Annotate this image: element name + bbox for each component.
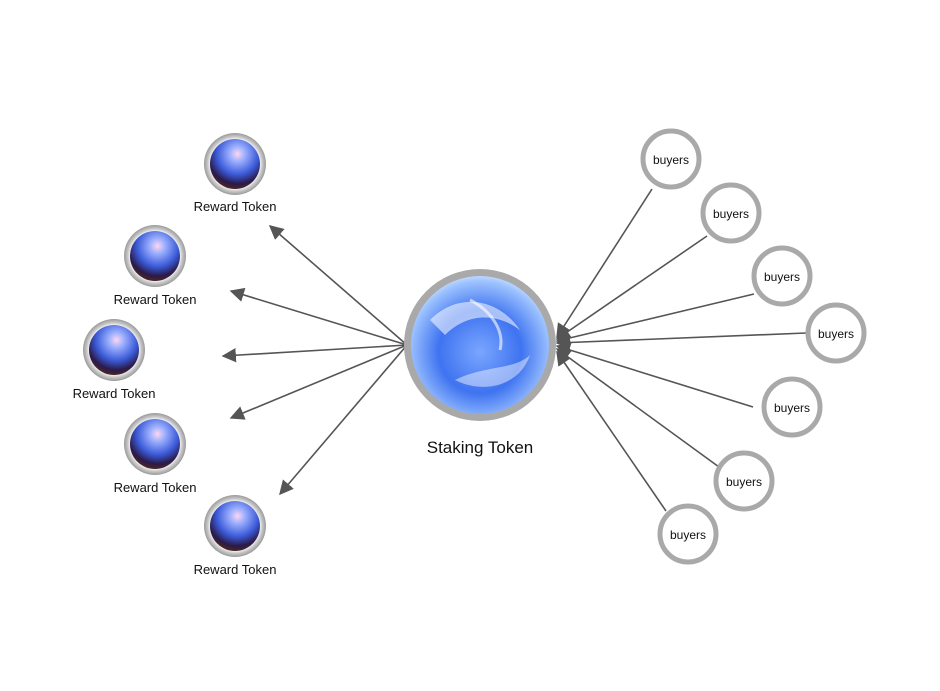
reward-token-label: Reward Token <box>114 480 197 495</box>
arrow-from-buyer-4 <box>555 332 807 350</box>
reward-token-label: Reward Token <box>194 199 277 214</box>
arrow-to-reward-4 <box>229 344 408 420</box>
arrow-to-reward-2 <box>229 287 408 346</box>
reward-token-4: Reward Token <box>114 413 197 495</box>
reward-token-3: Reward Token <box>73 319 156 401</box>
reward-token-1: Reward Token <box>194 133 277 214</box>
buyer-node-1: buyers <box>640 128 702 190</box>
buyer-node-7: buyers <box>657 503 719 565</box>
buyer-arrows <box>555 188 807 512</box>
buyer-label: buyers <box>774 401 810 415</box>
arrow-from-buyer-6 <box>555 348 720 468</box>
arrow-from-buyer-2 <box>555 235 708 340</box>
reward-arrows <box>221 225 408 496</box>
reward-token-label: Reward Token <box>194 562 277 577</box>
arrow-to-reward-5 <box>279 344 408 496</box>
buyer-node-3: buyers <box>751 245 813 307</box>
arrow-from-buyer-5 <box>555 342 754 408</box>
reward-token-label: Reward Token <box>73 386 156 401</box>
arrow-from-buyer-7 <box>556 350 667 512</box>
reward-token-5: Reward Token <box>194 495 277 577</box>
reward-token-2: Reward Token <box>114 225 197 307</box>
staking-token-label: Staking Token <box>427 438 533 457</box>
buyer-node-4: buyers <box>805 302 867 364</box>
arrow-to-reward-3 <box>221 344 408 363</box>
staking-token-node: Staking Token <box>404 269 556 457</box>
buyer-node-5: buyers <box>761 376 823 438</box>
arrow-from-buyer-1 <box>556 188 653 339</box>
buyer-label: buyers <box>713 207 749 221</box>
buyer-node-2: buyers <box>700 182 762 244</box>
buyer-label: buyers <box>764 270 800 284</box>
buyer-label: buyers <box>818 327 854 341</box>
buyer-label: buyers <box>653 153 689 167</box>
reward-token-label: Reward Token <box>114 292 197 307</box>
buyer-label: buyers <box>726 475 762 489</box>
buyer-label: buyers <box>670 528 706 542</box>
arrow-from-buyer-3 <box>555 293 755 345</box>
arrow-to-reward-1 <box>268 225 408 346</box>
buyer-node-6: buyers <box>713 450 775 512</box>
